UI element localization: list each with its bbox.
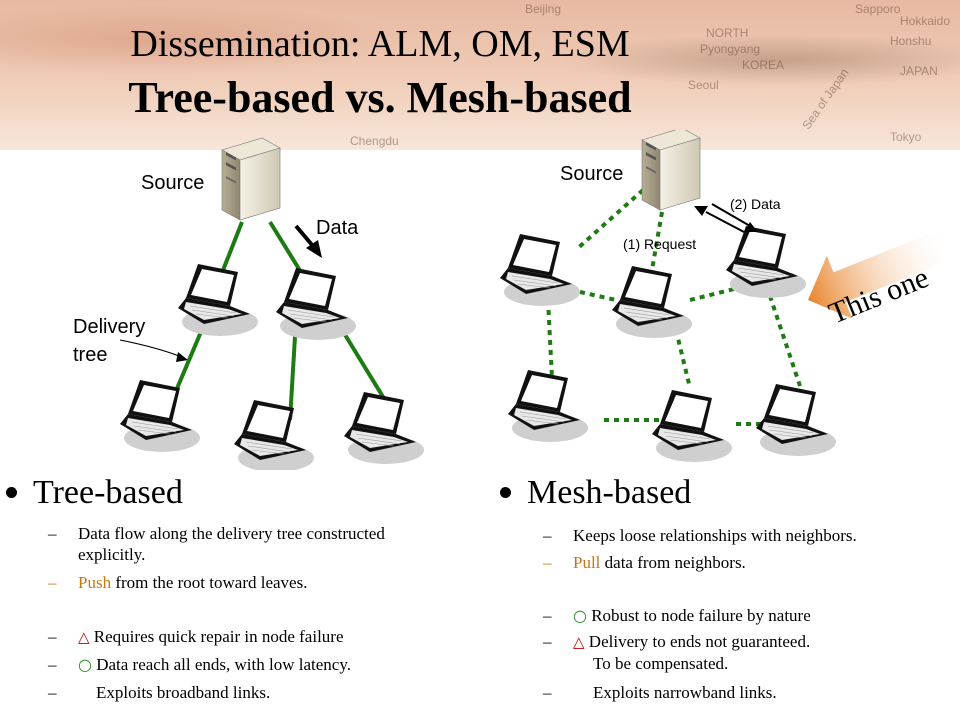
map-label: Seoul [688, 78, 719, 92]
mesh-data-arrowhead [744, 222, 758, 232]
list-item: – Exploits broadband links. [48, 682, 468, 704]
tree-based-heading-text: Tree-based [33, 474, 183, 511]
tree-node-laptop [275, 267, 357, 341]
map-label: Tokyo [890, 130, 922, 144]
list-text: △ Requires quick repair in node failure [78, 626, 344, 648]
bullet-dot [500, 486, 511, 498]
list-text: Data flow along the delivery tree constr… [78, 523, 385, 565]
map-label: KOREA [742, 58, 785, 72]
push-keyword: Push [78, 573, 112, 592]
mesh-node-laptop [499, 233, 581, 307]
list-text-line: explicitly. [78, 545, 146, 564]
tree-data-arrowhead [306, 240, 322, 258]
mesh-source-label: Source [560, 163, 623, 185]
list-item: – Keeps loose relationships with neighbo… [543, 525, 953, 547]
map-label: JAPAN [900, 64, 938, 78]
map-label: Pyongyang [700, 42, 761, 56]
mesh-data-label: (2) Data [730, 196, 781, 212]
title-banner: Beijing NORTH Pyongyang KOREA Seoul Sapp… [0, 0, 960, 150]
list-item: – ○ Robust to node failure by nature [543, 605, 953, 627]
list-text-line: Requires quick repair in node failure [89, 627, 344, 646]
delivery-tree-pointer-head [176, 352, 188, 362]
list-dash: – [48, 627, 57, 646]
list-text: Push from the root toward leaves. [78, 572, 307, 593]
list-text: ○ Data reach all ends, with low latency. [78, 654, 351, 675]
mesh-node-laptop [611, 265, 693, 339]
mesh-node-laptop [507, 369, 589, 443]
list-dash: – [543, 526, 552, 545]
slide-subtitle: Tree-based vs. Mesh-based [128, 73, 632, 122]
list-item: – Pull data from neighbors. [543, 552, 953, 574]
mesh-links [546, 188, 802, 426]
list-text: △ Delivery to ends not guaranteed. To be … [573, 631, 810, 674]
delivery-tree-label: tree [73, 344, 107, 366]
list-dash: – [48, 683, 57, 702]
list-text: Exploits narrowband links. [593, 683, 777, 702]
list-text: Keeps loose relationships with neighbors… [573, 526, 857, 545]
circle-icon: ○ [78, 655, 92, 674]
list-item: – △ Delivery to ends not guaranteed. To b… [543, 631, 953, 675]
tree-node-laptop [233, 399, 315, 470]
circle-icon: ○ [573, 606, 587, 625]
list-dash: – [543, 606, 552, 625]
list-text-line: Robust to node failure by nature [586, 606, 811, 625]
triangle-icon: △ [78, 628, 90, 646]
mesh-based-heading: Mesh-based [500, 474, 691, 512]
slide-title: Dissemination: ALM, OM, ESM [130, 23, 630, 65]
delivery-tree-pointer [119, 339, 185, 359]
callout-arrow [808, 228, 954, 319]
list-dash: – [543, 683, 552, 702]
map-label: Sea of Japan [799, 66, 852, 132]
map-label: Chengdu [350, 134, 399, 148]
triangle-icon: △ [573, 633, 585, 651]
tree-source-label: Source [141, 172, 204, 194]
mesh-request-arrowhead [694, 206, 708, 216]
list-item: – Exploits narrowband links. [543, 682, 953, 704]
list-text-line: data from neighbors. [600, 553, 746, 572]
list-item: – ○ Data reach all ends, with low latenc… [48, 654, 468, 676]
tree-based-heading: Tree-based [6, 474, 183, 512]
list-text-line: To be compensated. [593, 654, 729, 673]
list-dash: – [48, 524, 57, 543]
list-item: – Data flow along the delivery tree cons… [48, 523, 468, 567]
list-dash: – [543, 553, 552, 572]
tree-node-laptop [119, 379, 201, 453]
list-text: Exploits broadband links. [96, 683, 271, 702]
mesh-request-arrow [705, 211, 745, 233]
map-label: Honshu [890, 34, 932, 48]
list-item: – △ Requires quick repair in node failur… [48, 626, 468, 648]
mesh-source-server [641, 130, 701, 211]
tree-node-laptop [177, 263, 259, 337]
mesh-request-label: (1) Request [623, 236, 696, 252]
map-label: Beijing [525, 2, 562, 16]
mesh-node-laptop [755, 383, 837, 457]
list-dash: – [48, 573, 57, 592]
list-item: – Push from the root toward leaves. [48, 572, 468, 594]
bullet-dot [6, 486, 17, 498]
topology-diagram: Source Data Delivery tree Source (2) Dat… [73, 130, 954, 470]
list-dash: – [543, 632, 552, 651]
pull-keyword: Pull [573, 553, 601, 572]
delivery-tree-label: Delivery [73, 316, 145, 338]
map-label: Sapporo [855, 2, 901, 16]
list-text-line: Data reach all ends, with low latency. [91, 655, 351, 674]
list-text-line: Delivery to ends not guaranteed. [584, 632, 811, 651]
list-text-line: from the root toward leaves. [111, 573, 308, 592]
map-label: Hokkaido [900, 14, 951, 28]
list-text: Pull data from neighbors. [573, 552, 746, 573]
tree-data-label: Data [316, 217, 359, 239]
mesh-node-laptop [651, 389, 733, 463]
list-dash: – [48, 655, 57, 674]
mesh-based-heading-text: Mesh-based [527, 474, 692, 511]
tree-node-laptop [343, 391, 425, 465]
tree-source-server [221, 137, 281, 221]
mesh-node-laptop [725, 225, 807, 299]
list-text: ○ Robust to node failure by nature [573, 605, 811, 626]
list-text-line: Data flow along the delivery tree constr… [78, 524, 385, 543]
mesh-data-arrow [711, 203, 751, 227]
map-label: NORTH [706, 26, 749, 40]
